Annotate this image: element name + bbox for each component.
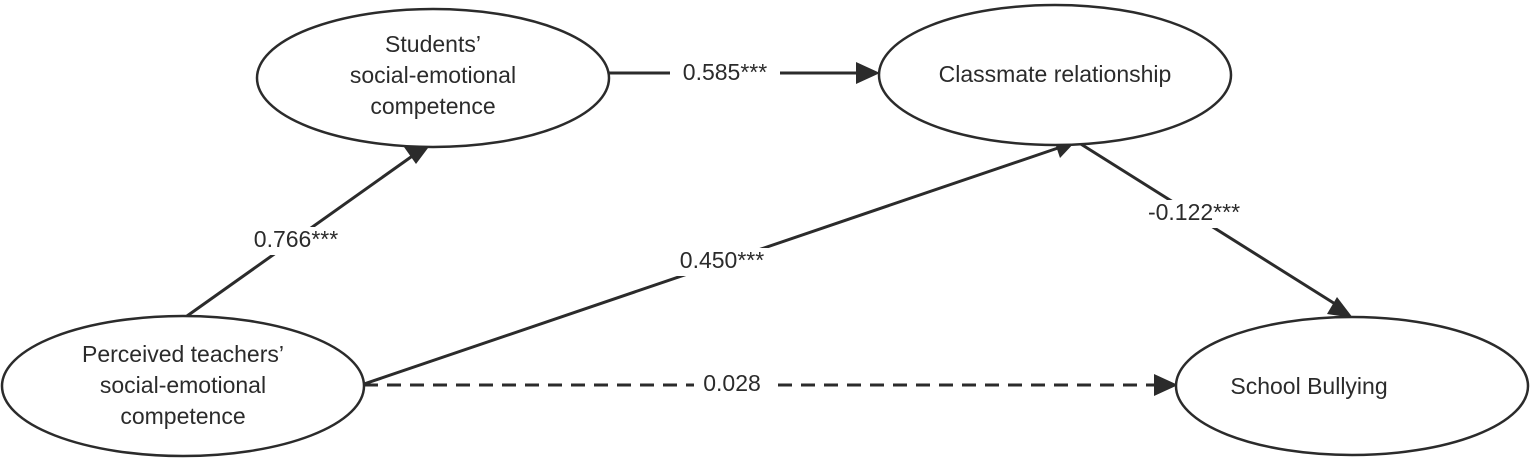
node-label-line: Perceived teachers’ (82, 341, 284, 367)
node-label-line: School Bullying (1230, 373, 1387, 399)
edge-teachers-to-classmate: 0.450*** (363, 137, 1076, 386)
edge-label-background (666, 248, 778, 276)
edge-label-background (240, 227, 352, 255)
node-ellipse (255, 7, 611, 149)
edge-teachers-to-bullying: 0.028 (364, 370, 1178, 399)
node-classmate-relationship: Classmate relationship (877, 3, 1233, 147)
edge-teachers-to-students: 0.766*** (186, 140, 434, 318)
edge-label-teachers-to-students: 0.766*** (254, 226, 338, 252)
node-label-line: social-emotional (350, 62, 516, 88)
node-label-line: Students’ (385, 31, 481, 57)
node-ellipse (1174, 315, 1530, 457)
node-label-line: competence (120, 403, 245, 429)
arrow-head (856, 62, 880, 84)
arrow-head (1154, 374, 1178, 396)
arrow-head (1327, 297, 1353, 318)
node-students-sec: Students’ social-emotional competence (255, 7, 611, 149)
node-label-line: social-emotional (100, 372, 266, 398)
node-label-line: competence (370, 93, 495, 119)
edge-classmate-to-bullying: -0.122*** (1075, 139, 1353, 318)
edge-label-students-to-classmate: 0.585*** (683, 59, 767, 85)
edge-label-background (1133, 200, 1255, 228)
edge-label-background (670, 60, 780, 88)
edge-label-teachers-to-classmate: 0.450*** (680, 247, 764, 273)
node-label-line: Classmate relationship (939, 61, 1172, 87)
edge-students-to-classmate: 0.585*** (608, 59, 880, 88)
edge-label-background (694, 371, 770, 399)
edge-label-classmate-to-bullying: -0.122*** (1148, 199, 1240, 225)
node-ellipse (0, 314, 366, 458)
node-teachers-sec: Perceived teachers’ social-emotional com… (0, 314, 366, 458)
edge-label-teachers-to-bullying: 0.028 (703, 370, 761, 396)
node-ellipse (877, 3, 1233, 147)
node-school-bullying: School Bullying (1174, 315, 1530, 457)
